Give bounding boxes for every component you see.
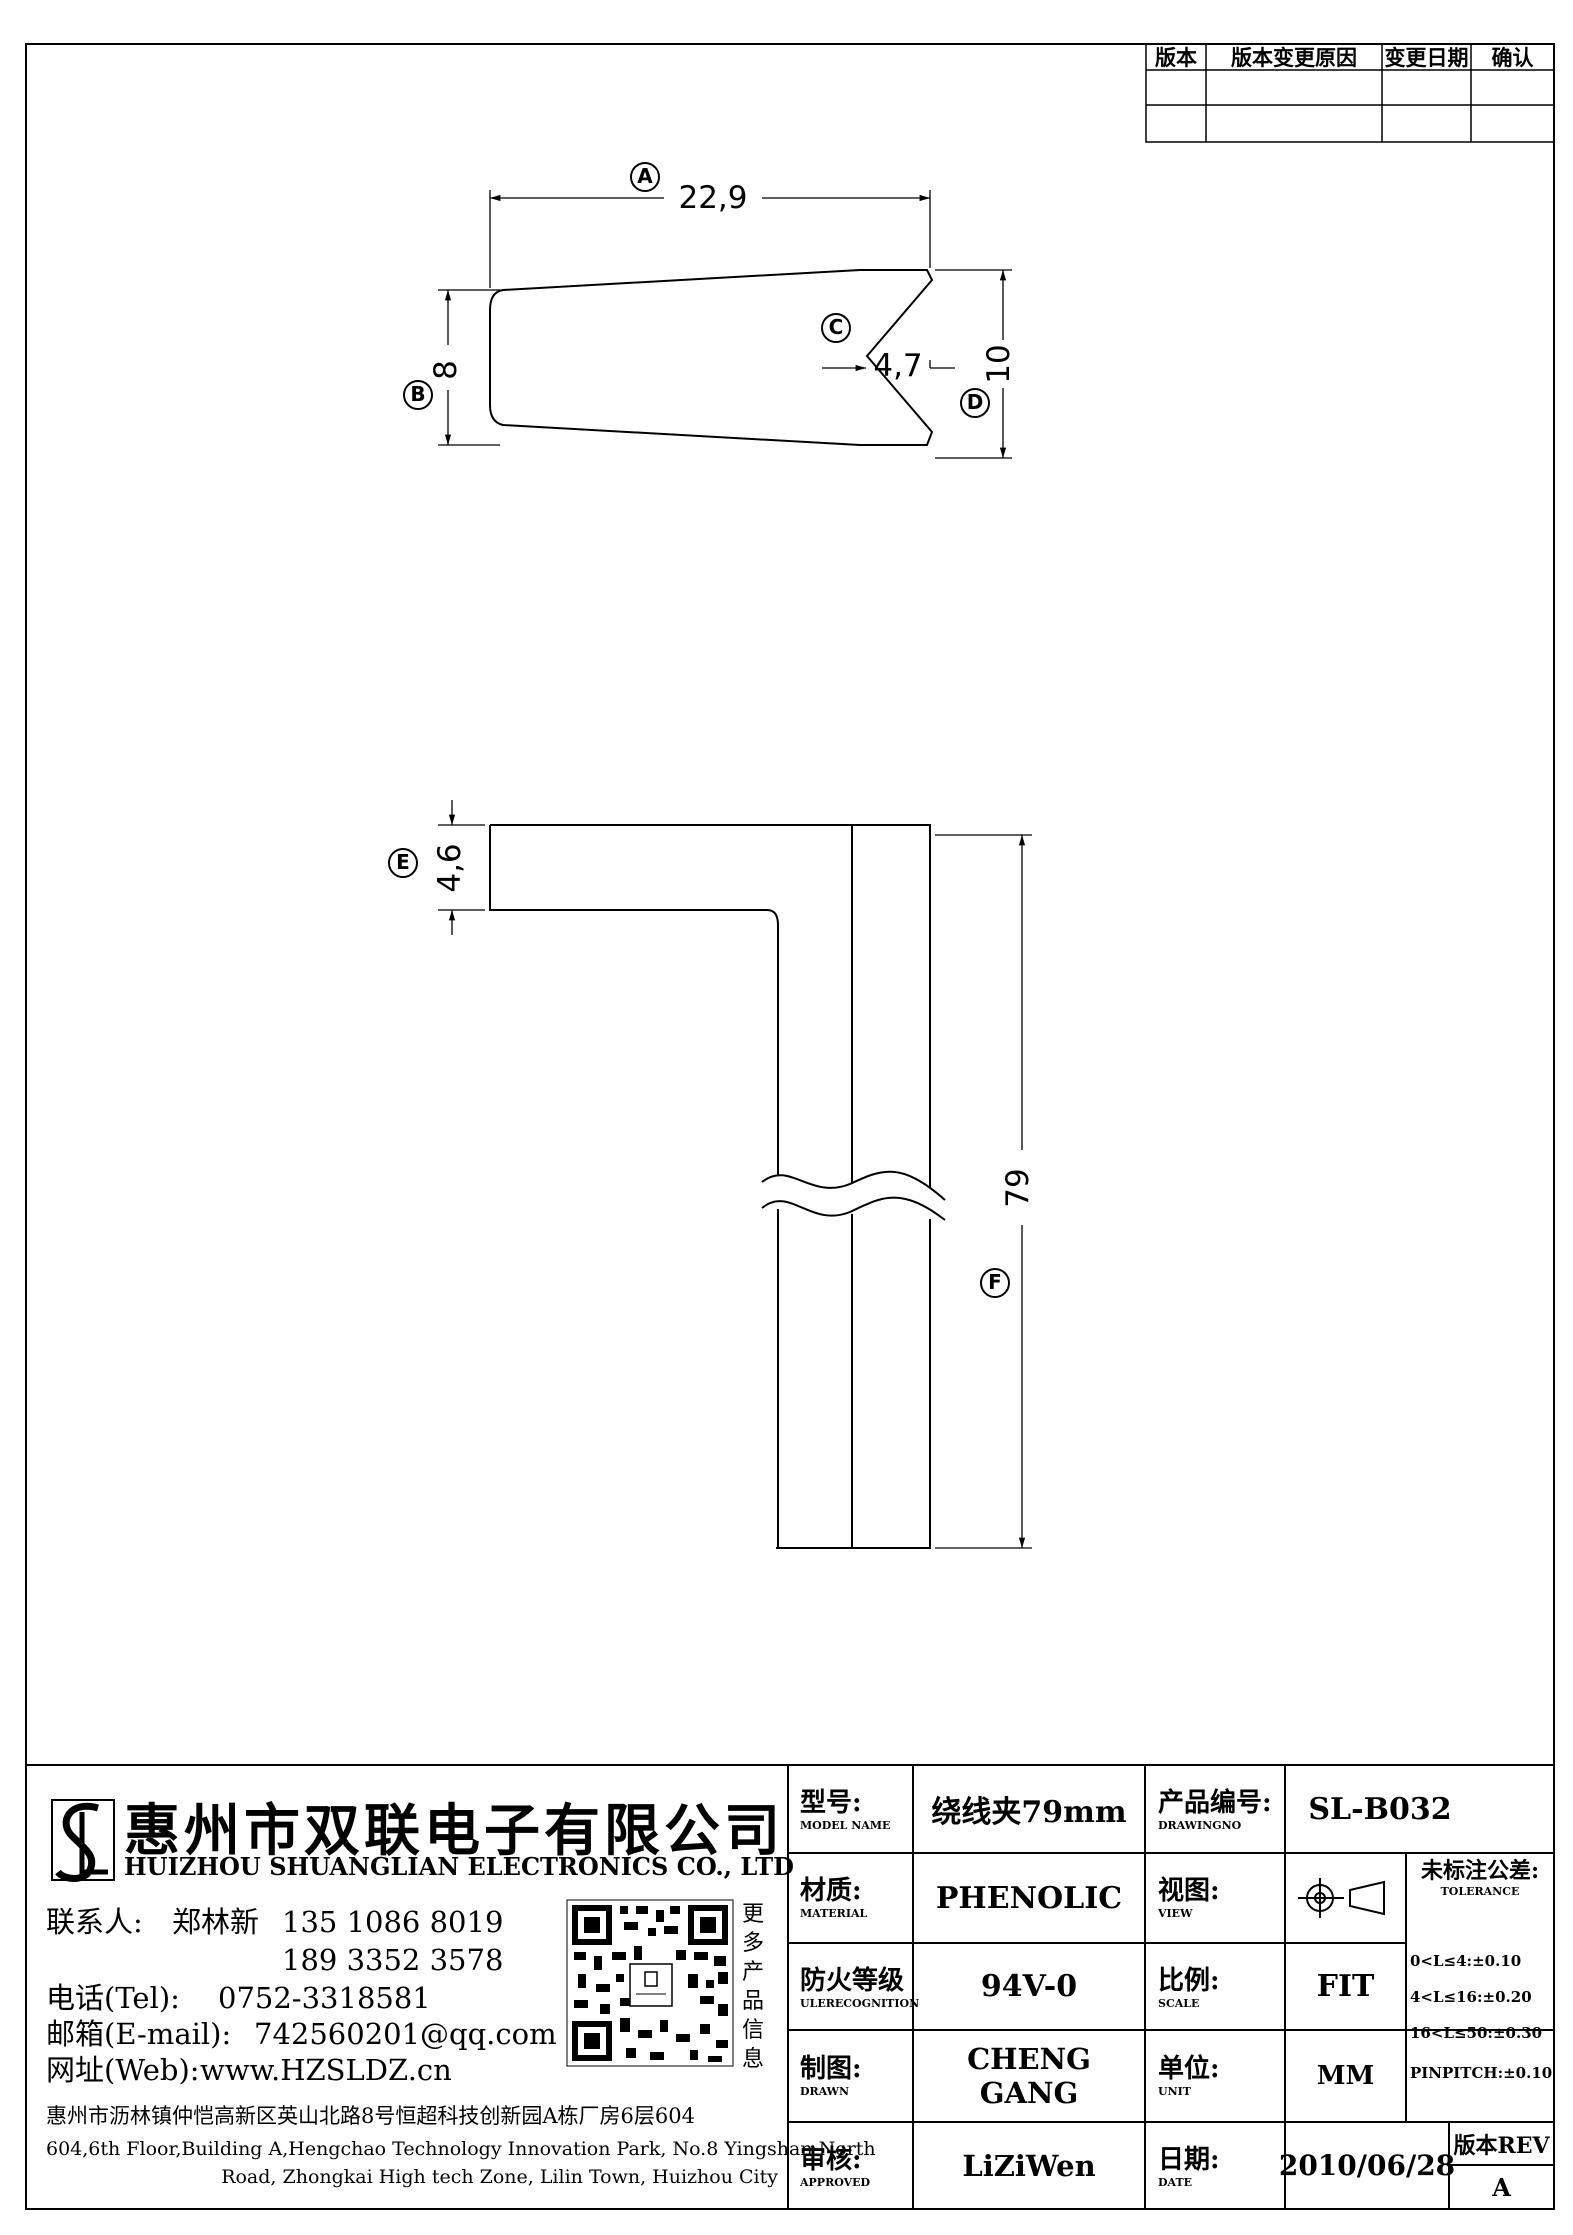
fire-rating-label-cn: 防火等级 xyxy=(800,1965,905,1996)
dimension-label-circles xyxy=(388,162,1010,1298)
approved-label-en: APPROVED xyxy=(800,2175,871,2189)
date-label: 日期: DATE xyxy=(1158,2132,1220,2202)
dim-c-value: 4,7 xyxy=(873,348,923,384)
rev-header-version: 版本 xyxy=(1155,45,1197,70)
revision-table-grid xyxy=(1145,43,1555,143)
sheet-border xyxy=(25,43,1555,2210)
approved-label-cn: 审核: xyxy=(800,2144,862,2175)
dim-a-letter: A xyxy=(637,164,653,188)
drawing-no-label-cn: 产品编号: xyxy=(1158,1787,1272,1818)
rev-header-reason: 版本变更原因 xyxy=(1231,45,1357,70)
contact-phone-1: 135 1086 8019 xyxy=(282,1905,504,1939)
title-block-grid xyxy=(26,1764,1554,2209)
email-label: 邮箱(E-mail): xyxy=(46,2017,232,2051)
rev-header-date: 变更日期 xyxy=(1384,45,1469,70)
unit-label-cn: 单位: xyxy=(1158,2053,1220,2084)
material-label: 材质: MATERIAL xyxy=(800,1863,867,1933)
date-value: 2010/06/28 xyxy=(1278,2149,1456,2182)
dim-d-letter: D xyxy=(966,390,984,414)
email-value: 742560201@qq.com xyxy=(254,2017,557,2051)
material-value: PHENOLIC xyxy=(935,1880,1123,1916)
material-label-en: MATERIAL xyxy=(800,1906,868,1920)
view-label-en: VIEW xyxy=(1158,1906,1193,1920)
contact-label: 联系人: xyxy=(46,1905,143,1939)
unit-label: 单位: UNIT xyxy=(1158,2041,1220,2111)
revision-value: A xyxy=(1492,2172,1511,2202)
drawn-label-cn: 制图: xyxy=(800,2053,862,2084)
company-name-cn: 惠州市双联电子有限公司 xyxy=(124,1798,784,1864)
drawn-label: 制图: DRAWN xyxy=(800,2041,862,2111)
qr-code-icon xyxy=(566,1899,734,2067)
drawn-value: CHENG GANG xyxy=(967,2042,1091,2110)
dim-f-value: 79 xyxy=(1000,1168,1036,1208)
tolerance-label-en: TOLERANCE xyxy=(1440,1885,1520,1898)
drawing-no-value: SL-B032 xyxy=(1308,1791,1452,1827)
fire-rating-label: 防火等级 ULERECOGNITION xyxy=(800,1953,919,2023)
side-view-outline xyxy=(489,824,931,1549)
view-label-cn: 视图: xyxy=(1158,1875,1220,1906)
side-view-dimensions xyxy=(438,800,1032,1549)
company-name-en: HUIZHOU SHUANGLIAN ELECTRONICS CO., LTD xyxy=(124,1852,794,1881)
address-cn: 惠州市沥林镇仲恺高新区英山北路8号恒超科技创新园A栋厂房6层604 xyxy=(46,2104,695,2128)
address-en-line-1: 604,6th Floor,Building A,Hengchao Techno… xyxy=(46,2138,876,2160)
drawing-no-label: 产品编号: DRAWINGNO xyxy=(1158,1775,1272,1845)
model-label-cn: 型号: xyxy=(800,1787,862,1818)
top-view-dimensions xyxy=(438,190,1012,459)
break-symbol xyxy=(761,1170,946,1221)
dim-c-letter: C xyxy=(828,315,844,339)
top-view-outline xyxy=(489,269,934,446)
address-en-line-2: Road, Zhongkai High tech Zone, Lilin Tow… xyxy=(221,2166,778,2188)
tel-value: 0752-3318581 xyxy=(218,1981,431,2015)
tolerance-row-2: 4<L≤16:±0.20 xyxy=(1410,1988,1532,2006)
dim-e-value: 4,6 xyxy=(432,843,468,893)
fire-rating-label-en: ULERECOGNITION xyxy=(800,1996,920,2010)
rev-header-confirm: 确认 xyxy=(1491,45,1534,70)
model-value: 绕线夹79mm xyxy=(931,1795,1127,1830)
approved-label: 审核: APPROVED xyxy=(800,2132,870,2202)
material-label-cn: 材质: xyxy=(800,1875,862,1906)
date-label-en: DATE xyxy=(1158,2175,1193,2189)
unit-label-en: UNIT xyxy=(1158,2084,1191,2098)
web-value: www.HZSLDZ.cn xyxy=(200,2053,452,2087)
scale-value: FIT xyxy=(1316,1969,1375,2004)
dim-e-letter: E xyxy=(396,850,410,874)
drawn-label-en: DRAWN xyxy=(800,2084,850,2098)
tolerance-label-cn: 未标注公差: xyxy=(1420,1858,1540,1884)
model-label: 型号: MODEL NAME xyxy=(800,1775,890,1845)
model-label-en: MODEL NAME xyxy=(800,1818,891,1832)
company-logo-icon xyxy=(51,1799,115,1882)
dim-b-letter: B xyxy=(410,382,426,406)
tolerance-row-1: 0<L≤4:±0.10 xyxy=(1410,1952,1522,1970)
contact-name: 郑林新 xyxy=(172,1905,260,1939)
date-label-cn: 日期: xyxy=(1158,2144,1220,2175)
contact-phone-2: 189 3352 3578 xyxy=(282,1943,504,1977)
dim-a-value: 22,9 xyxy=(678,180,748,216)
approved-value: LiZiWen xyxy=(962,2148,1096,2183)
unit-value: MM xyxy=(1316,2061,1375,2091)
web-label: 网址(Web): xyxy=(46,2053,200,2087)
tolerance-row-3: 16<L≤50:±0.30 xyxy=(1410,2024,1543,2042)
fire-rating-value: 94V-0 xyxy=(980,1969,1078,2004)
dim-f-letter: F xyxy=(988,1270,1002,1294)
scale-label: 比例: SCALE xyxy=(1158,1953,1220,2023)
dim-d-value: 10 xyxy=(981,344,1017,384)
projection-symbol-icon xyxy=(1298,1878,1385,1918)
view-label: 视图: VIEW xyxy=(1158,1863,1220,1933)
revision-label: 版本REV xyxy=(1453,2132,1550,2159)
tolerance-row-4: PINPITCH:±0.10 xyxy=(1410,2064,1553,2082)
scale-label-cn: 比例: xyxy=(1158,1965,1220,1996)
scale-label-en: SCALE xyxy=(1158,1996,1200,2010)
drawing-no-label-en: DRAWINGNO xyxy=(1158,1818,1242,1832)
tel-label: 电话(Tel): xyxy=(46,1981,180,2015)
dim-b-value: 8 xyxy=(428,360,464,380)
qr-caption: 更多产品信息 xyxy=(741,1902,764,2072)
tolerance-label: 未标注公差: TOLERANCE xyxy=(1406,1860,1554,1897)
